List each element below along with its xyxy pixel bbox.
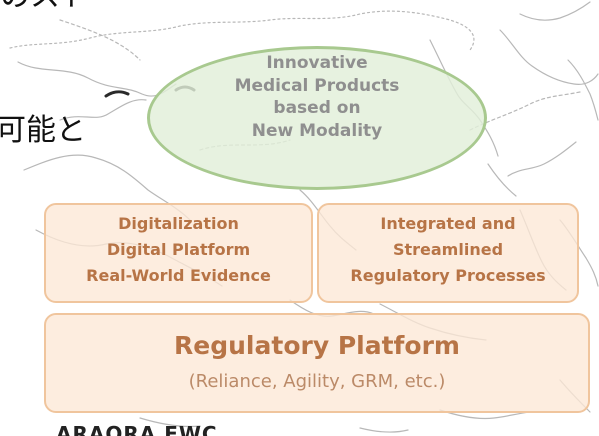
regulatory-platform-title: Regulatory Platform [174, 331, 460, 360]
regulatory-processes-line-3: Regulatory Processes [350, 266, 546, 285]
regulatory-processes-label: Integrated and Streamlined Regulatory Pr… [317, 211, 579, 289]
digitalization-line-2: Digital Platform [106, 240, 251, 259]
japanese-text-fragment-top: のスト [0, 0, 90, 12]
digitalization-box [44, 203, 313, 303]
ellipse-line-2: Medical Products [234, 75, 400, 96]
bottom-text-fragment: ARAORA EWC [56, 422, 218, 436]
ellipse-line-3: based on [273, 98, 361, 118]
regulatory-processes-line-2: Streamlined [392, 240, 504, 259]
innovative-products-label: Innovative Medical Products based on New… [147, 52, 487, 142]
regulatory-processes-box [317, 203, 579, 303]
regulatory-processes-line-1: Integrated and [380, 214, 516, 233]
innovative-products-ellipse [147, 46, 487, 190]
digitalization-label: Digitalization Digital Platform Real-Wor… [44, 211, 313, 289]
digitalization-line-1: Digitalization [118, 214, 239, 233]
regulatory-platform-box [44, 313, 590, 413]
digitalization-line-3: Real-World Evidence [86, 266, 271, 285]
ellipse-line-1: Innovative [266, 53, 368, 73]
regulatory-platform-subtitle: (Reliance, Agility, GRM, etc.) [188, 371, 446, 392]
japanese-text-fragment-middle: 可能と [0, 113, 86, 148]
ellipse-line-4: New Modality [251, 120, 383, 141]
